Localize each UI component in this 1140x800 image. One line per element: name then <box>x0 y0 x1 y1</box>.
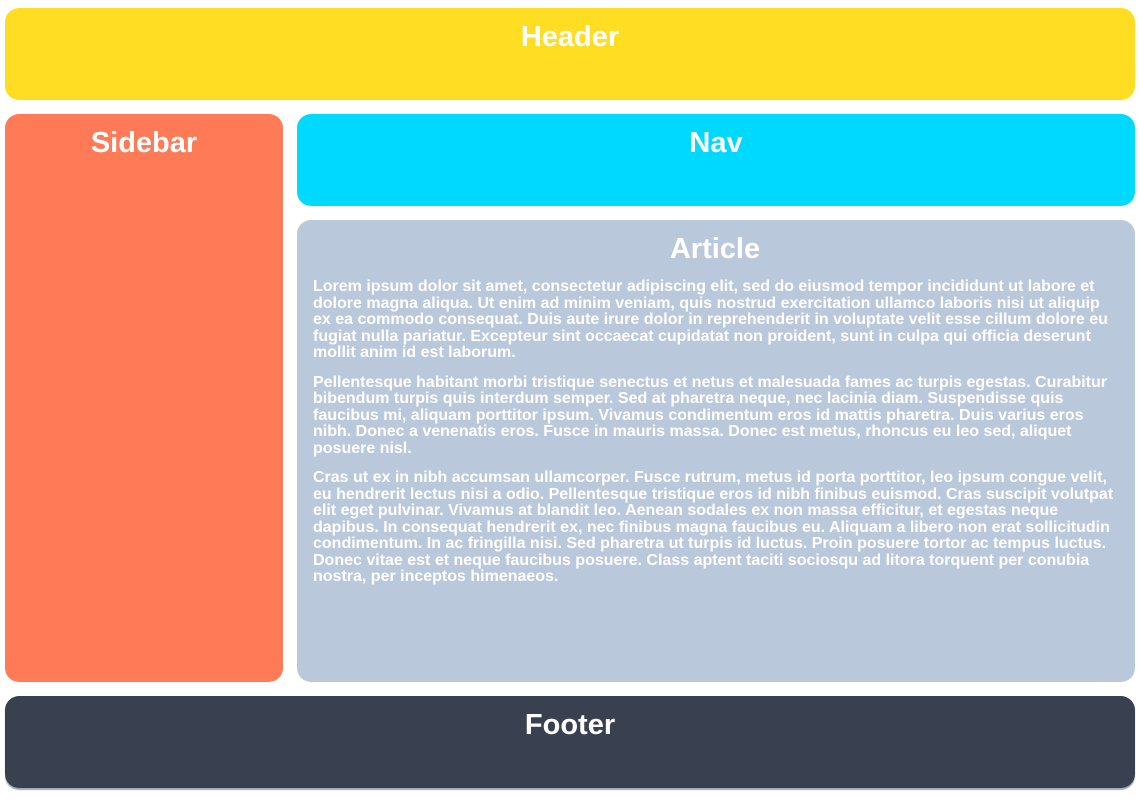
sidebar: Sidebar <box>5 114 283 682</box>
footer-title: Footer <box>524 709 616 741</box>
nav-title: Nav <box>689 127 743 159</box>
middle-row: Sidebar Nav Article Lorem ipsum dolor si… <box>5 114 1135 682</box>
sidebar-title: Sidebar <box>90 127 198 159</box>
article-paragraph: Pellentesque habitant morbi tristique se… <box>313 373 1108 457</box>
header-title: Header <box>520 21 620 53</box>
nav: Nav <box>297 114 1135 206</box>
main-column: Nav Article Lorem ipsum dolor sit amet, … <box>297 114 1135 682</box>
article: Article Lorem ipsum dolor sit amet, cons… <box>297 220 1135 682</box>
article-paragraph: Lorem ipsum dolor sit amet, consectetur … <box>313 278 1108 361</box>
article-title: Article <box>669 233 761 265</box>
article-paragraph: Cras ut ex in nibh accumsan ullamcorper.… <box>313 469 1114 585</box>
footer: Footer <box>5 696 1135 788</box>
header: Header <box>5 8 1135 100</box>
